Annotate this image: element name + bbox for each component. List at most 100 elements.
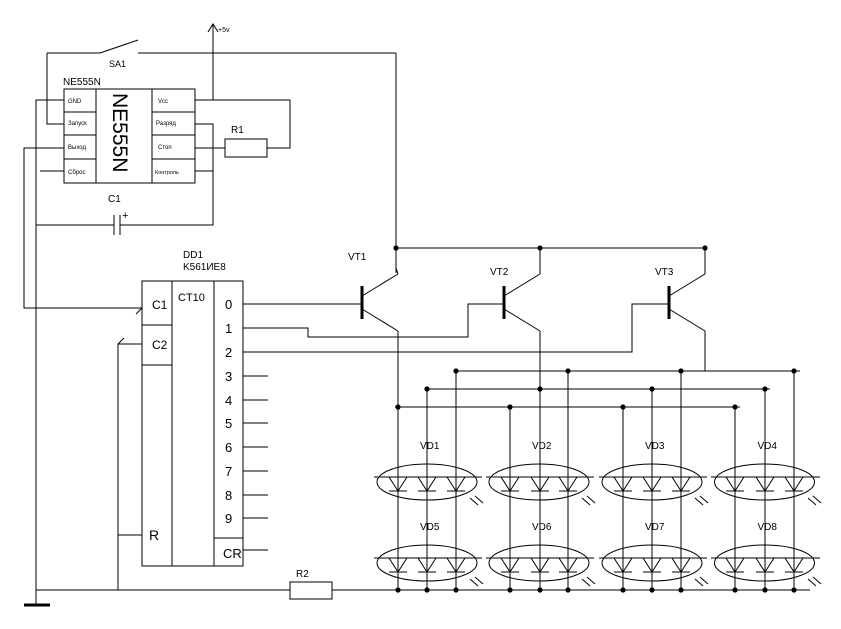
counter-output-label: 3: [225, 369, 232, 384]
r2-label: R2: [296, 569, 309, 580]
resistor-r2: R2: [289, 569, 333, 600]
led-light-arrow: [581, 578, 591, 587]
led-group-outline: [488, 544, 590, 582]
junction-dot: [762, 587, 768, 593]
led-light-arrow: [581, 497, 591, 506]
wire-base-vt2: [243, 303, 504, 338]
led-group-outline: [376, 463, 478, 501]
led-group-outline: [601, 463, 703, 501]
capacitor-c1: C1 +: [36, 194, 128, 235]
led-diode: [613, 557, 633, 573]
led-group-label: VD8: [758, 522, 778, 533]
timer-ne555: NE555N GND Запуск Выход Сброс Vcc Разряд…: [63, 77, 196, 184]
led-diode: [784, 557, 804, 573]
timer-pin-output: Выход: [68, 145, 86, 151]
led-diode: [671, 476, 691, 492]
wire-base-vt3: [243, 303, 669, 353]
led-light-arrow: [586, 495, 596, 504]
transistor-label: VT3: [655, 267, 674, 278]
wire: [395, 248, 399, 275]
counter-output-label: 0: [225, 297, 232, 312]
led-light-arrow: [807, 497, 817, 506]
led-group-label: VD2: [532, 441, 552, 452]
timer-pin-reset: Сброс: [68, 170, 85, 176]
counter-input-r: R: [149, 527, 159, 543]
vcc-terminal: +5v: [207, 23, 230, 100]
led-group-label: VD6: [532, 522, 552, 533]
counter-output-label: 6: [225, 440, 232, 455]
led-light-arrow: [469, 578, 479, 587]
led-diode: [558, 557, 578, 573]
junction-dot: [649, 587, 655, 593]
transistor-3: VT3: [655, 267, 706, 332]
counter-output-label: 1: [225, 321, 232, 336]
led-group-outline: [714, 544, 815, 582]
led-light-arrow: [469, 497, 479, 506]
led-group-outline: [601, 544, 703, 582]
junction-dot: [507, 587, 513, 593]
led-group: VD3: [599, 441, 709, 506]
junction-dot: [620, 587, 626, 593]
junction-dot: [678, 587, 684, 593]
transistor-label: VT1: [348, 252, 367, 263]
transistor-2: VT2: [490, 267, 541, 332]
counter-output-label: 5: [225, 416, 232, 431]
led-group: VD2: [486, 441, 596, 506]
switch-sa1: SA1: [47, 39, 396, 69]
junction-dot: [424, 587, 430, 593]
led-group-label: VD3: [645, 441, 665, 452]
counter-part: K561ИЕ8: [183, 262, 226, 273]
led-diode: [417, 476, 437, 492]
counter-output-label: 7: [225, 464, 232, 479]
transistor-emitter: [503, 308, 541, 332]
junction-dot: [395, 587, 401, 593]
c1-label: C1: [108, 194, 121, 205]
led-diode: [500, 557, 520, 573]
led-light-arrow: [694, 497, 704, 506]
wire-output: [23, 147, 142, 309]
led-diode: [388, 557, 408, 573]
counter-input-c1: C1: [152, 298, 168, 312]
wire-tick: [117, 337, 125, 345]
wire-discharge: [120, 123, 214, 226]
led-group-outline: [488, 463, 590, 501]
led-light-arrow: [812, 495, 822, 504]
counter-ref: DD1: [183, 250, 203, 261]
led-diode: [755, 476, 775, 492]
counter-output-label: 8: [225, 488, 232, 503]
transistor-1: VT1: [348, 252, 399, 332]
wire-tick: [135, 307, 143, 315]
junction-dot: [791, 587, 797, 593]
counter-type: CT10: [178, 292, 205, 304]
c1-polarity: +: [122, 210, 128, 222]
led-diode: [558, 476, 578, 492]
timer-pin-gnd: GND: [68, 99, 82, 105]
wire-r1: [267, 100, 291, 149]
r1-label: R1: [231, 125, 244, 136]
transistor-emitter: [668, 308, 706, 332]
led-light-arrow: [474, 576, 484, 585]
led-group-outline: [714, 463, 815, 501]
timer-body: [63, 88, 196, 184]
timer-pin-trigger: Запуск: [68, 121, 87, 127]
led-light-arrow: [699, 576, 709, 585]
wire-c2: [117, 343, 142, 590]
timer-pin-threshold: Стоп: [158, 145, 172, 151]
junction-dot: [453, 587, 459, 593]
led-diode: [500, 476, 520, 492]
led-group: VD5: [374, 522, 484, 587]
counter-output-label: 4: [225, 393, 232, 408]
transistor-label: VT2: [490, 267, 509, 278]
led-group-outline: [376, 544, 478, 582]
timer-pin-discharge: Разряд: [156, 121, 176, 127]
wire-ground: [35, 99, 64, 605]
led-diode: [671, 557, 691, 573]
wire-trigger: [46, 100, 64, 125]
led-diode: [642, 557, 662, 573]
vcc-label: +5v: [218, 27, 230, 34]
led-group: VD7: [599, 522, 709, 587]
